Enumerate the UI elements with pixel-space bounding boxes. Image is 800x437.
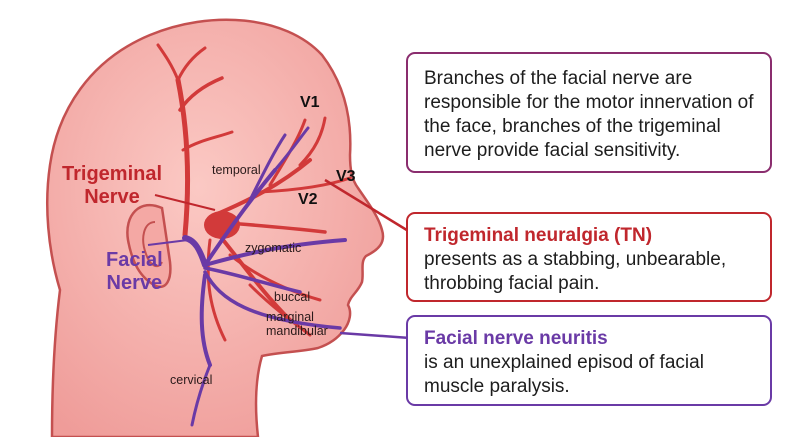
temporal-branch-label: temporal xyxy=(212,163,261,177)
facial-nerve-branches xyxy=(182,126,347,427)
pointer-line-trigeminal xyxy=(154,194,216,211)
zygomatic-branch-label: zygomatic xyxy=(245,241,302,255)
v3-label: V3 xyxy=(336,168,356,185)
cervical-branch-label: cervical xyxy=(170,373,213,387)
fn-description: is an unexplained episod of facial muscl… xyxy=(424,352,704,397)
trigeminal-nerve-label: Trigeminal Nerve xyxy=(62,163,163,208)
buccal-branch-label: buccal xyxy=(274,290,311,304)
info-box: Branches of the facial nerve are respons… xyxy=(406,52,772,173)
v1-label: V1 xyxy=(300,94,320,111)
pointer-line-fn-box xyxy=(339,331,411,340)
pointer-line-tn-box xyxy=(324,178,411,234)
facial-nerve-label: Facial Nerve xyxy=(106,249,163,294)
facial-neuritis-box: Facial nerve neuritis is an unexplained … xyxy=(406,315,772,406)
v2-label: V2 xyxy=(298,191,318,208)
tn-title: Trigeminal neuralgia (TN) xyxy=(424,225,653,246)
tn-description: presents as a stabbing, unbearable, thro… xyxy=(424,249,727,294)
trigeminal-neuralgia-box: Trigeminal neuralgia (TN) presents as a … xyxy=(406,212,772,302)
marginal-mandibular-label: marginal mandibular xyxy=(266,310,328,338)
fn-title: Facial nerve neuritis xyxy=(424,328,608,349)
info-text: Branches of the facial nerve are respons… xyxy=(424,68,754,161)
pointer-line-facial xyxy=(147,239,189,246)
